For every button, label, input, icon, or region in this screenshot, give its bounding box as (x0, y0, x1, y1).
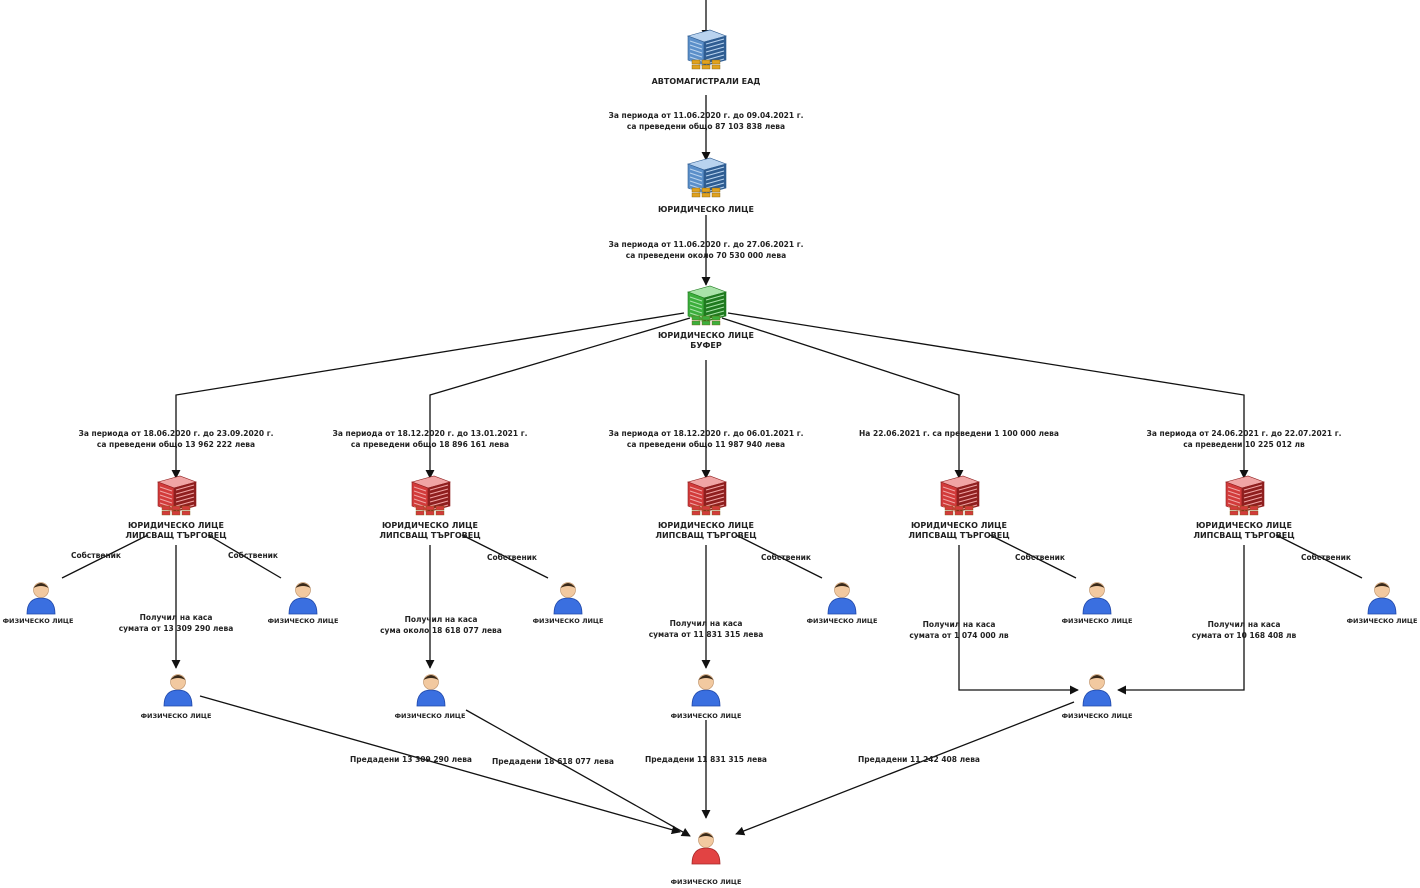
edge-buffer-branch-4 (721, 317, 964, 479)
branch-transfer-label-4: На 22.06.2021 г. са преведени 1 100 000 … (859, 429, 1059, 438)
branch-transfer-label-1: За периода от 18.06.2020 г. до 23.09.202… (79, 429, 274, 449)
handover-label-1: Предадени 13 309 290 лева (350, 755, 472, 764)
highways-company-icon (687, 29, 727, 70)
legal-entity-icon (687, 157, 727, 198)
missing-trader-icon-1 (157, 475, 197, 516)
cash-person-icon-1 (163, 674, 193, 707)
missing-trader-icon-3 (687, 475, 727, 516)
owner-label-3: Собственик (761, 553, 811, 562)
missing-trader-icon-4 (940, 475, 980, 516)
transfer-label-1: За периода от 11.06.2020 г. до 09.04.202… (609, 111, 804, 131)
final-person-label: ФИЗИЧЕСКО ЛИЦЕ (671, 878, 742, 886)
owner-person-icon-5 (1367, 582, 1397, 615)
missing-trader-icon-5 (1225, 475, 1265, 516)
edge-owner-3 (735, 534, 823, 579)
edge-handover-1 (199, 695, 681, 835)
owner-person-icon-4 (1082, 582, 1112, 615)
edge-buffer-branch-1 (171, 312, 685, 479)
branch-transfer-label-3: За периода от 18.12.2020 г. до 06.01.202… (609, 429, 804, 449)
shared-cash-person-icon (1082, 674, 1112, 707)
edge-owner-4 (989, 534, 1077, 579)
edge-owner-1b (207, 534, 282, 579)
cash-person-icon-3 (691, 674, 721, 707)
transfer-label-2: За периода от 11.06.2020 г. до 27.06.202… (609, 240, 804, 260)
owner-person-label-3: ФИЗИЧЕСКО ЛИЦЕ (807, 617, 878, 625)
owner-person-icon-2 (553, 582, 583, 615)
handover-label-2: Предадени 18 618 077 лева (492, 757, 614, 766)
edge-cash-5 (1117, 545, 1245, 695)
owner-person-label-4: ФИЗИЧЕСКО ЛИЦЕ (1062, 617, 1133, 625)
cash-person-icon-2 (416, 674, 446, 707)
edge-cash-4 (958, 545, 1079, 695)
edge-handover-2 (465, 709, 691, 837)
branch-transfer-label-2: За периода от 18.12.2020 г. до 13.01.202… (333, 429, 528, 449)
owner-label-5: Собственик (1301, 553, 1351, 562)
edge-handover-4 (735, 701, 1075, 836)
edge-buffer-branch-2 (425, 317, 691, 479)
legal-entity-label: ЮРИДИЧЕСКО ЛИЦЕ (658, 205, 754, 214)
highways-company-label: АВТОМАГИСТРАЛИ ЕАД (652, 77, 761, 86)
handover-label-4: Предадени 11 242 408 лева (858, 755, 980, 764)
cash-person-label-2: ФИЗИЧЕСКО ЛИЦЕ (395, 712, 466, 720)
owner-label-2: Собственик (487, 553, 537, 562)
shared-cash-person-label: ФИЗИЧЕСКО ЛИЦЕ (1062, 712, 1133, 720)
owner-person-label-1a: ФИЗИЧЕСКО ЛИЦЕ (3, 617, 74, 625)
edges (61, 0, 1363, 837)
owner-person-icon-1a (26, 582, 56, 615)
edge-owner-2 (461, 534, 549, 579)
handover-label-3: Предадени 11 831 315 лева (645, 755, 767, 764)
edge-owner-5 (1275, 534, 1363, 579)
owner-person-label-5: ФИЗИЧЕСКО ЛИЦЕ (1347, 617, 1418, 625)
edge-buffer-branch-5 (727, 312, 1249, 479)
owner-label-1b: Собственик (228, 551, 278, 560)
owner-person-label-2: ФИЗИЧЕСКО ЛИЦЕ (533, 617, 604, 625)
owner-label-1a: Собственик (71, 551, 121, 560)
labels: АВТОМАГИСТРАЛИ ЕАД За периода от 11.06.20… (3, 77, 1418, 886)
owner-person-icon-3 (827, 582, 857, 615)
edge-owner-1a (61, 534, 149, 579)
owner-person-label-1b: ФИЗИЧЕСКО ЛИЦЕ (268, 617, 339, 625)
branch-transfer-label-5: За периода от 24.06.2021 г. до 22.07.202… (1147, 429, 1342, 449)
cash-person-label-1: ФИЗИЧЕСКО ЛИЦЕ (141, 712, 212, 720)
buffer-entity-icon (687, 285, 727, 326)
owner-person-icon-1b (288, 582, 318, 615)
cash-person-label-3: ФИЗИЧЕСКО ЛИЦЕ (671, 712, 742, 720)
final-person-icon (691, 832, 721, 865)
missing-trader-icon-2 (411, 475, 451, 516)
owner-label-4: Собственик (1015, 553, 1065, 562)
nodes (26, 29, 1397, 865)
